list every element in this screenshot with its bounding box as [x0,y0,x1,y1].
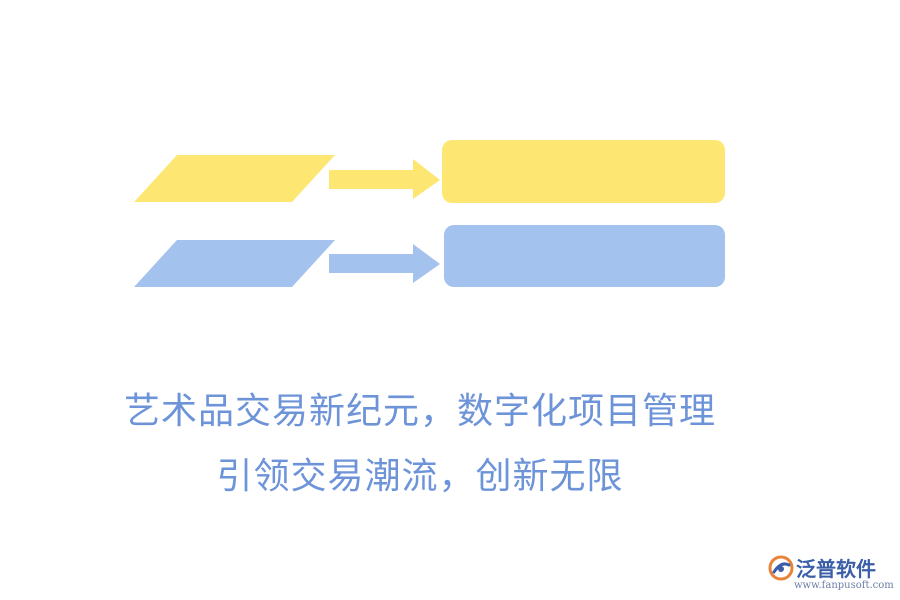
caption-line-2: 引领交易潮流，创新无限 [216,456,624,497]
fanpu-logo: 泛普软件 www.fanpusoft.com [768,553,894,595]
yellow-arrow [329,159,440,199]
blue-parallelogram [134,240,335,287]
blue-rounded-box [444,225,725,287]
caption-line-1: 艺术品交易新纪元，数字化项目管理 [123,391,716,432]
fanpu-logo-icon [768,555,794,581]
yellow-parallelogram [134,155,335,202]
yellow-rounded-box [442,140,725,203]
logo-url: www.fanpusoft.com [794,580,894,591]
blue-arrow [329,244,440,283]
logo-name: 泛普软件 [796,557,876,581]
